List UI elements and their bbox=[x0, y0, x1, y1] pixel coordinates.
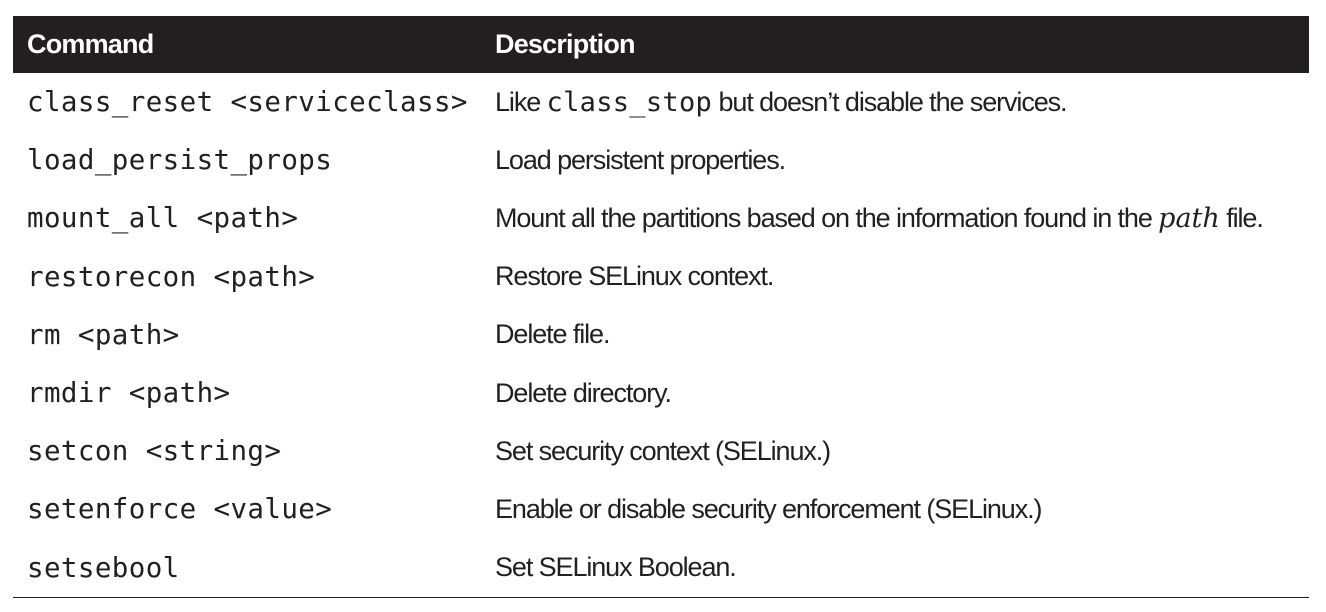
command-cell: setenforce <value> bbox=[27, 493, 333, 526]
description-cell: Delete directory. bbox=[495, 377, 672, 408]
description-text: but doesn’t disable the services. bbox=[712, 86, 1068, 117]
column-header-command: Command bbox=[27, 29, 154, 59]
command-table: Command Description class_reset <service… bbox=[13, 16, 1309, 597]
table-row: setcon <string> Set security context (SE… bbox=[13, 422, 1309, 480]
command-cell: rmdir <path> bbox=[27, 377, 231, 410]
command-cell: class_reset <serviceclass> bbox=[27, 86, 468, 119]
command-cell: setsebool bbox=[27, 551, 180, 584]
command-cell: restorecon <path> bbox=[27, 260, 316, 293]
table-row: rm <path> Delete file. bbox=[13, 306, 1309, 364]
description-text: file. bbox=[1219, 202, 1264, 233]
description-cell: Set security context (SELinux.) bbox=[495, 435, 831, 466]
column-header-description: Description bbox=[495, 29, 636, 59]
command-cell: setcon <string> bbox=[27, 435, 282, 468]
table-row: class_reset <serviceclass> Like class_st… bbox=[13, 73, 1309, 131]
description-text: Like bbox=[495, 86, 547, 117]
inline-code: class_stop bbox=[546, 86, 713, 118]
description-text: Mount all the partitions based on the in… bbox=[495, 202, 1159, 233]
table-row: restorecon <path> Restore SELinux contex… bbox=[13, 248, 1309, 306]
command-table-container: Command Description class_reset <service… bbox=[13, 16, 1309, 598]
description-cell: Mount all the partitions based on the in… bbox=[483, 189, 1309, 247]
table-body: class_reset <serviceclass> Like class_st… bbox=[13, 73, 1309, 597]
table-row: mount_all <path> Mount all the partition… bbox=[13, 189, 1309, 247]
command-cell: rm <path> bbox=[27, 318, 180, 351]
table-bottom-rule bbox=[13, 596, 1309, 598]
table-header: Command Description bbox=[13, 16, 1309, 73]
description-cell: Delete file. bbox=[495, 319, 610, 350]
command-cell: load_persist_props bbox=[27, 144, 333, 177]
table-row: rmdir <path> Delete directory. bbox=[13, 364, 1309, 422]
command-cell: mount_all <path> bbox=[27, 202, 299, 235]
description-cell: Set SELinux Boolean. bbox=[495, 552, 737, 583]
table-row: setenforce <value> Enable or disable sec… bbox=[13, 480, 1309, 538]
description-cell: Enable or disable security enforcement (… bbox=[495, 493, 1043, 524]
table-row: setsebool Set SELinux Boolean. bbox=[13, 539, 1309, 597]
table-row: load_persist_props Load persistent prope… bbox=[13, 131, 1309, 189]
description-cell: Restore SELinux context. bbox=[495, 261, 774, 292]
italic-term: path bbox=[1158, 202, 1220, 234]
description-cell: Load persistent properties. bbox=[495, 144, 786, 175]
description-cell: Like class_stop but doesn’t disable the … bbox=[483, 73, 1309, 131]
header-row: Command Description bbox=[13, 16, 1309, 73]
